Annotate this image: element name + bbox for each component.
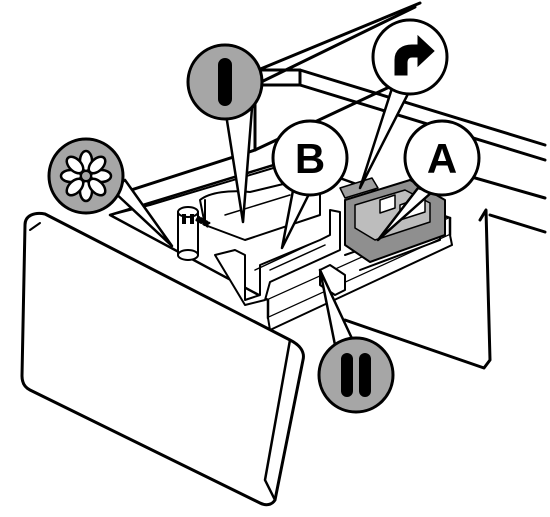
softener-flower-icon [47,137,125,215]
callout-a-label: A [427,135,457,182]
drawer-front-panel [20,211,305,507]
callout-leaders [110,80,434,352]
callout-b: B [271,119,349,197]
softener-siphon-cap: MAX [177,206,211,261]
siphon-arrow-icon [371,18,449,96]
main-wash-roman-one-icon [186,43,264,121]
softener-divider [214,209,341,306]
callout-b-label: B [295,135,325,182]
callout-a: A [403,119,481,197]
prewash-roman-two-icon [317,336,395,414]
machine-body [98,1,547,370]
